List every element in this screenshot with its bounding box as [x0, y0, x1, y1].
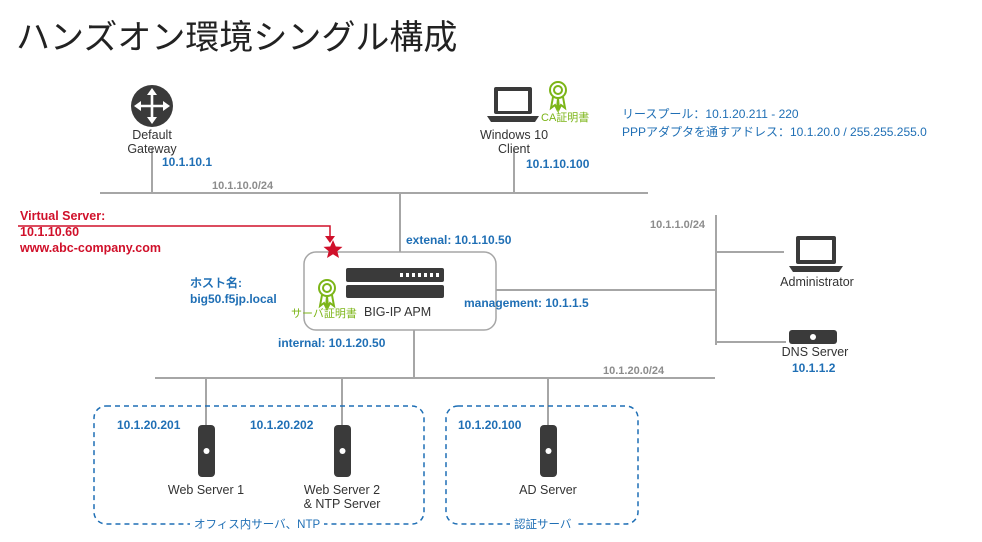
gateway-ip: 10.1.10.1: [162, 155, 213, 169]
virtual-server-host: www.abc-company.com: [20, 241, 162, 255]
hostname-label: ホスト名:: [190, 276, 242, 290]
hostname-value: big50.f5jp.local: [190, 292, 277, 306]
virtual-server-arrowhead: [325, 236, 335, 243]
admin-laptop-icon: [789, 236, 843, 272]
client-label: Windows 10 Client: [479, 128, 549, 156]
ad-server-label: AD Server: [519, 483, 577, 497]
virtual-server-ip: 10.1.10.60: [20, 225, 80, 239]
server-certificate-label: サーバ証明書: [291, 308, 357, 320]
bigip-appliance-icon: [346, 268, 444, 298]
web-server-2-ip: 10.1.20.202: [250, 418, 314, 432]
network-label-10-1-1: 10.1.1.0/24: [650, 219, 706, 231]
web-server-2-icon: [334, 425, 351, 477]
network-label-10-1-10: 10.1.10.0/24: [212, 180, 274, 192]
internal-interface-label: internal: 10.1.20.50: [278, 336, 386, 350]
admin-label: Administrator: [780, 275, 854, 289]
management-interface-label: management: 10.1.1.5: [464, 296, 589, 310]
ppp-adapter-note: PPPアダプタを通すアドレス：10.1.20.0 / 255.255.255.0: [622, 125, 927, 139]
ca-certificate-label: CA証明書: [541, 112, 590, 124]
office-group-caption: オフィス内サーバ、NTP: [190, 516, 325, 532]
ca-certificate-icon: [549, 81, 567, 113]
page-title: ハンズオン環境シングル構成: [16, 18, 458, 58]
dns-ip: 10.1.1.2: [792, 361, 836, 375]
dns-server-icon: [789, 330, 837, 344]
virtual-server-label: Virtual Server:: [20, 209, 106, 223]
router-icon: [131, 85, 173, 127]
network-label-10-1-20: 10.1.20.0/24: [603, 365, 665, 377]
virtual-server-star-icon: [323, 240, 343, 258]
web-server-1-label: Web Server 1: [167, 483, 245, 497]
web-server-2-label: Web Server 2 & NTP Server: [303, 483, 381, 511]
client-laptop-icon: [487, 87, 539, 122]
office-servers-group: [93, 405, 425, 525]
auth-group-caption: 認証サーバ: [510, 516, 576, 532]
virtual-server-arrow: [18, 225, 331, 238]
client-ip: 10.1.10.100: [526, 157, 590, 171]
gateway-label: Default Gateway: [127, 128, 177, 156]
ad-server-ip: 10.1.20.100: [458, 418, 522, 432]
bigip-label: BIG-IP APM: [364, 305, 432, 319]
lease-pool-note: リースプール：10.1.20.211 - 220: [622, 107, 799, 121]
dns-label: DNS Server: [781, 345, 849, 359]
external-interface-label: extenal: 10.1.10.50: [406, 233, 512, 247]
auth-server-group: [445, 405, 639, 525]
server-certificate-icon: [318, 279, 336, 311]
web-server-1-icon: [198, 425, 215, 477]
web-server-1-ip: 10.1.20.201: [117, 418, 181, 432]
ad-server-icon: [540, 425, 557, 477]
